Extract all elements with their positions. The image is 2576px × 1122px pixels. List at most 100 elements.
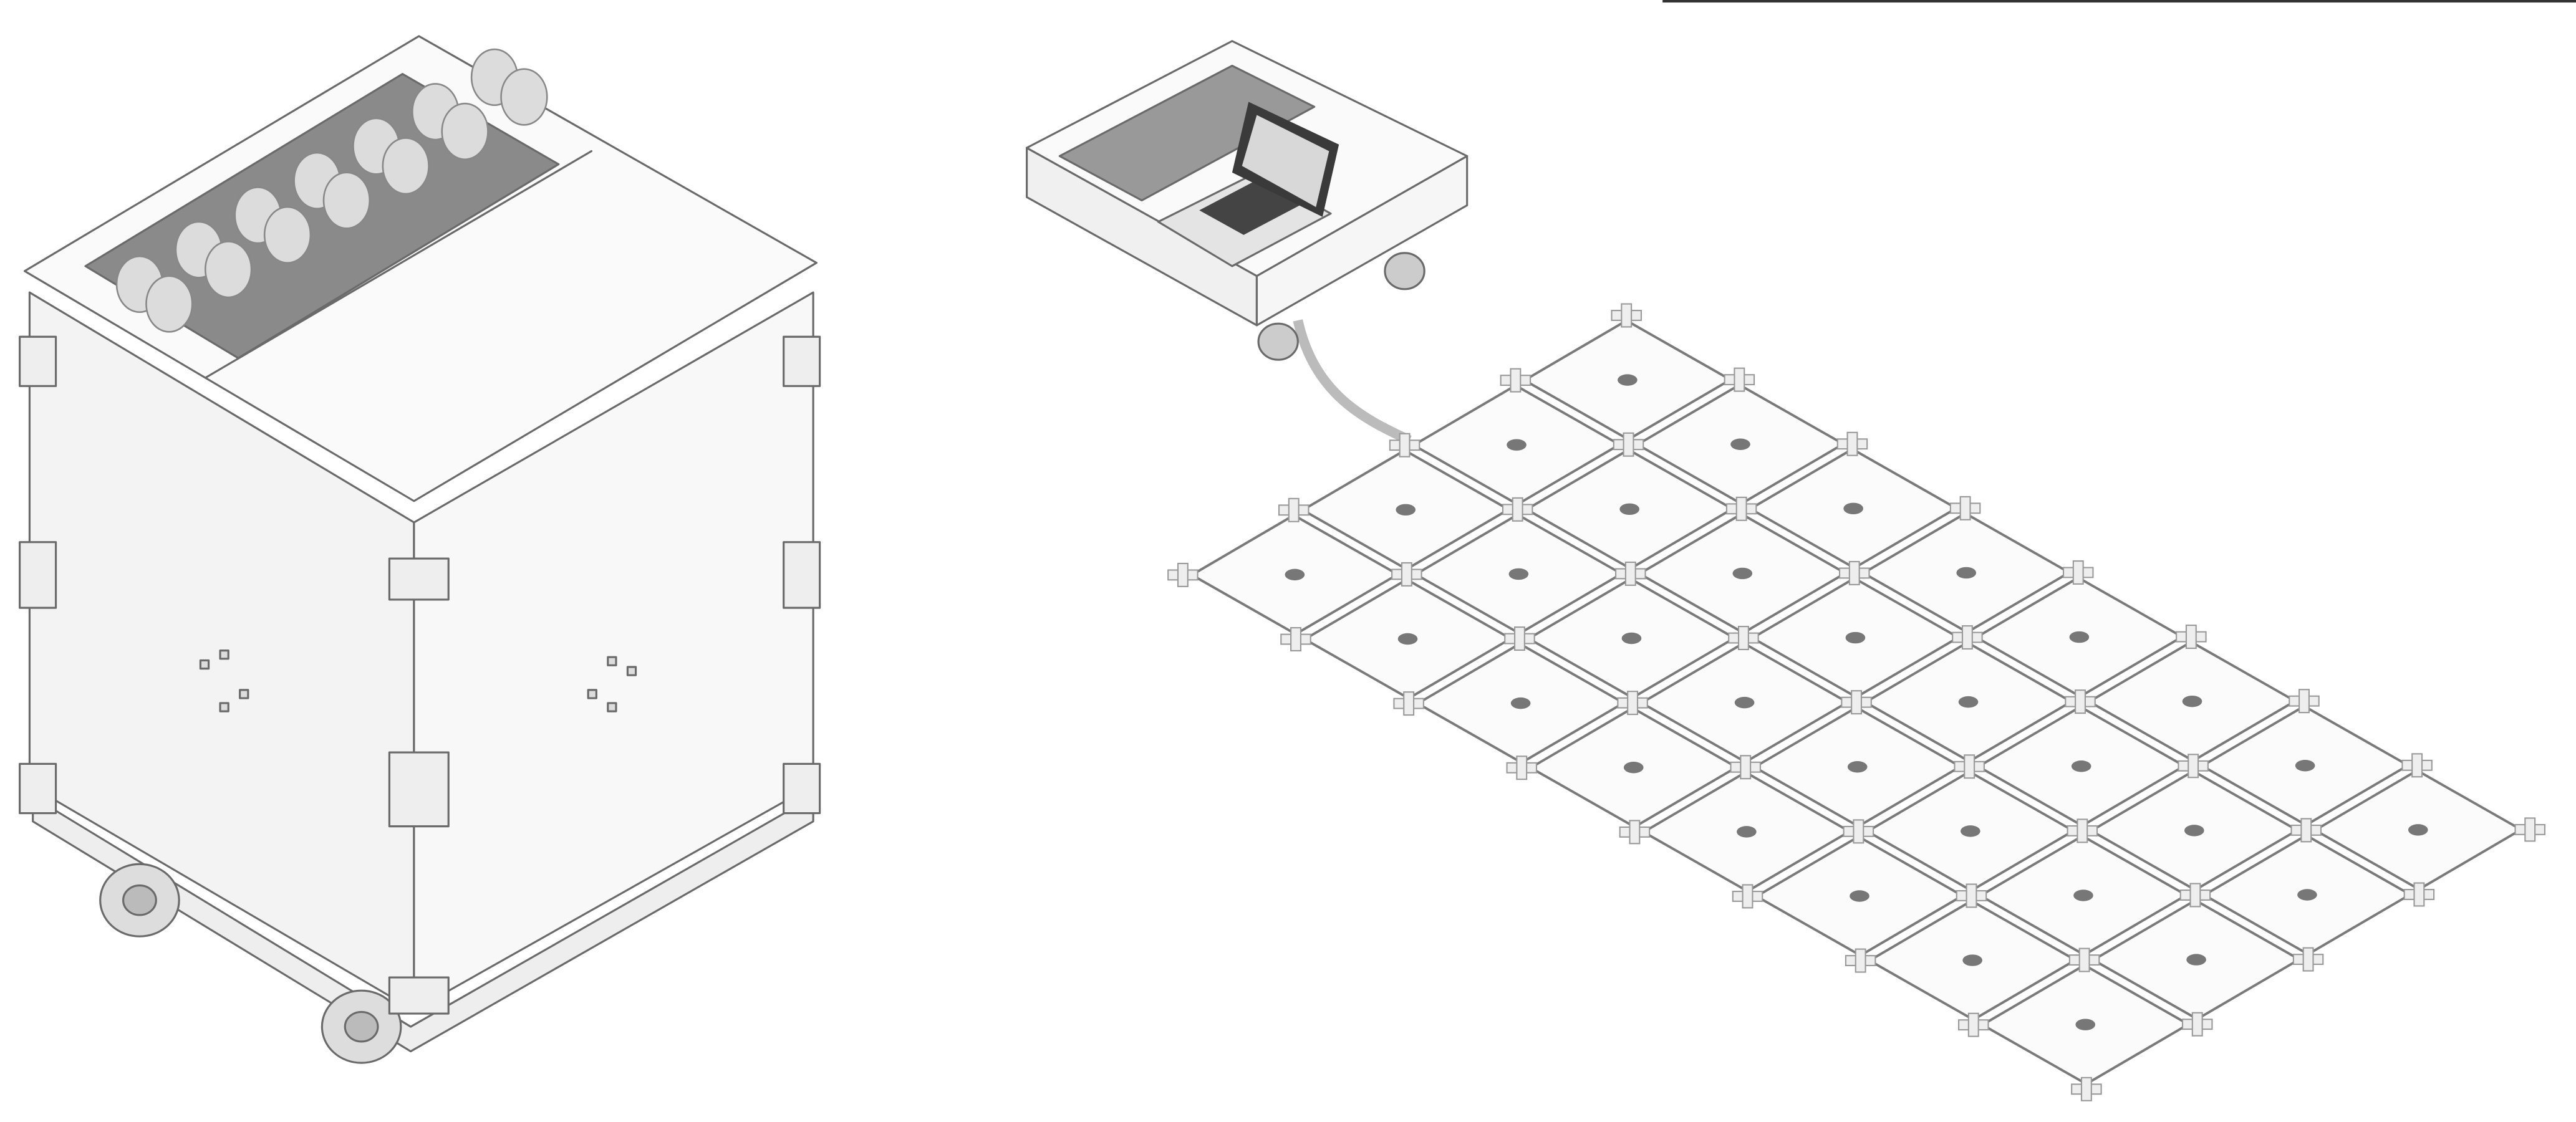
tile-connector	[1621, 303, 1633, 328]
tile-hole	[1956, 567, 1977, 579]
tile-connector	[1623, 432, 1634, 457]
tile-hole	[1621, 632, 1642, 645]
tile-connector	[1510, 368, 1522, 393]
small-cart	[1026, 40, 1469, 445]
tile-hole	[1734, 696, 1755, 709]
cart-top-face	[23, 35, 818, 502]
tile-connector	[1735, 496, 1747, 521]
tile-hole	[1508, 568, 1529, 580]
tile-connector	[1846, 431, 1858, 456]
tile-hole	[1510, 697, 1531, 709]
tile-hole	[2071, 760, 2091, 772]
tile-connector	[1742, 884, 1754, 909]
wheel-front-left	[99, 863, 180, 937]
roller-tray	[84, 73, 560, 360]
tile-connector	[2072, 560, 2084, 585]
tile-connector	[1961, 625, 1973, 650]
tile-connector	[2524, 817, 2536, 842]
tile-hole	[1623, 762, 1644, 774]
large-cart	[19, 35, 821, 1064]
tile-hole	[1845, 631, 1866, 644]
cart-base	[32, 795, 814, 1053]
tile-connector	[2189, 883, 2201, 908]
laptop	[1157, 102, 1339, 267]
tile-connector	[2299, 689, 2310, 714]
tile-hole	[1843, 502, 1863, 515]
cart-lid-seam	[204, 150, 593, 379]
tile-hole	[2295, 760, 2315, 772]
tile-connector	[1512, 497, 1523, 522]
tile-hole	[2184, 825, 2204, 837]
tile-hole	[1958, 696, 1979, 708]
roller	[263, 206, 312, 264]
tile-connector	[1403, 691, 1415, 716]
wheel-front-right	[321, 989, 402, 1064]
tile-connector	[1516, 755, 1528, 780]
tile-connector	[2411, 753, 2423, 778]
roller	[441, 102, 489, 160]
tile-hole	[1850, 890, 1869, 902]
tile-hole	[1730, 438, 1750, 450]
tile-connector	[1627, 691, 1639, 716]
tile-hole	[2182, 695, 2202, 707]
tile-connector	[1853, 819, 1864, 844]
tile-connector	[2185, 625, 2197, 650]
tile-connector	[1959, 496, 1971, 520]
tile-hole	[2069, 631, 2090, 643]
tile-hole	[2075, 1019, 2096, 1030]
tile-connector	[2413, 882, 2425, 907]
roller	[500, 68, 548, 126]
tile-connector	[1734, 367, 1745, 392]
tile-connector	[1737, 626, 1749, 651]
laptop-screen	[1242, 115, 1329, 208]
tile-hole	[2073, 889, 2093, 901]
tile-connector	[1290, 627, 1301, 652]
tile-hole	[2297, 889, 2317, 901]
tile-connector	[1177, 562, 1189, 587]
tile-connector	[1624, 561, 1636, 586]
tile-connector	[1288, 497, 1300, 522]
roller	[145, 275, 193, 333]
cable	[1293, 319, 1412, 445]
tile-hole	[1847, 761, 1868, 773]
small-wheel	[1384, 252, 1425, 290]
tile-hole	[1396, 504, 1416, 516]
tile-hole	[2408, 824, 2428, 836]
small-wheel	[1257, 322, 1299, 361]
tile-connector	[2188, 754, 2199, 779]
roller	[205, 241, 253, 299]
tile-connector	[1740, 755, 1752, 780]
tile-connector	[1966, 883, 1977, 908]
tile-connector	[2302, 947, 2314, 972]
tile-connector	[1848, 560, 1860, 585]
tile-connector	[2191, 1012, 2203, 1037]
tile-connector	[2077, 818, 2088, 843]
tile-hole	[1962, 954, 1982, 966]
roller-group	[115, 48, 548, 333]
tile-connector	[2078, 947, 2090, 972]
tile-connector	[1629, 820, 1641, 845]
floor-tile-grid	[1167, 303, 2545, 1101]
tile-connector	[1964, 754, 1975, 779]
tile-connector	[1399, 433, 1411, 458]
fastener-holes	[199, 650, 637, 712]
tile-connector	[2080, 1076, 2092, 1101]
tile-connector	[1514, 626, 1525, 651]
tile-connector	[2075, 689, 2086, 714]
small-roller-tray	[1058, 64, 1316, 202]
roller	[382, 137, 430, 195]
tile-hole	[1732, 567, 1753, 580]
tile-connector	[1967, 1012, 1979, 1037]
tile-hole	[1737, 826, 1757, 838]
tile-hole	[1507, 439, 1527, 451]
tile-hole	[1618, 374, 1638, 386]
tile-hole	[1961, 825, 1980, 837]
tile-connector	[1855, 948, 1866, 973]
tile-hole	[1619, 503, 1639, 515]
tile-connector	[2300, 818, 2312, 843]
tile-connector	[1401, 562, 1412, 587]
corner-brackets	[19, 335, 821, 1015]
roller	[322, 171, 371, 229]
tile-connector	[1851, 690, 1863, 715]
tile-hole	[1285, 568, 1305, 581]
